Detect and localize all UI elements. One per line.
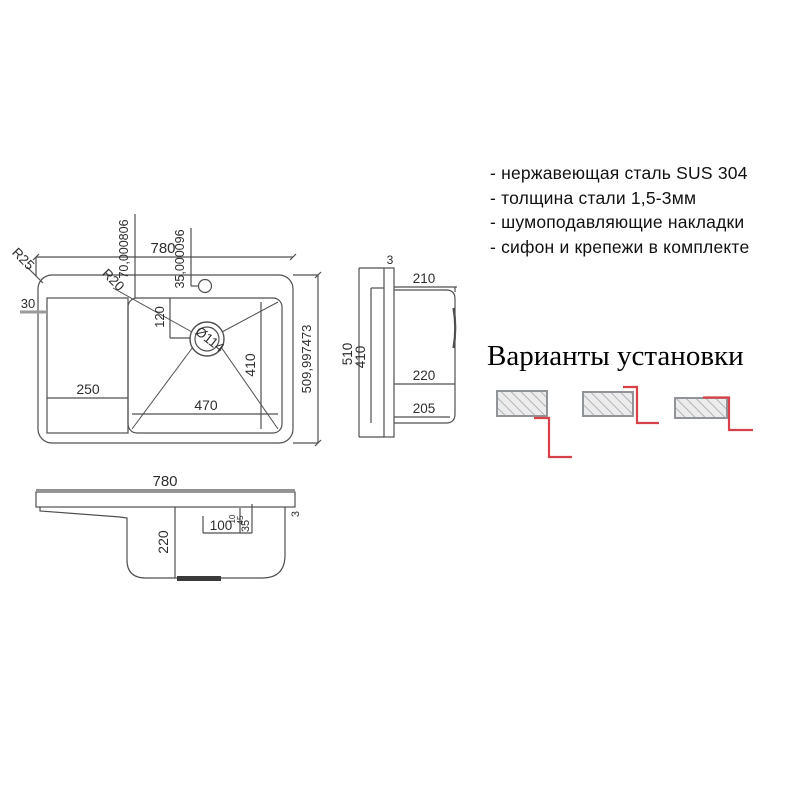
front-dim-c-label: 35	[240, 520, 252, 532]
mid-width-label: 220	[413, 368, 436, 383]
front-bowl-height-label: 220	[155, 530, 171, 554]
drain-offset-label: 120	[152, 306, 167, 328]
mounting-clip	[452, 307, 457, 349]
feature-item: - сифон и крепежи в комплекте	[490, 236, 750, 257]
installation-title: Варианты установки	[487, 340, 744, 372]
bowl-diagonal	[220, 346, 279, 430]
flange-slab	[35, 491, 296, 508]
countertop-section	[496, 390, 548, 417]
sink-edge-red-line	[703, 396, 753, 432]
dim-faucet-x-label: 70,000806	[117, 219, 131, 278]
front-dim-a-label: 10	[228, 514, 237, 523]
sink-edge-red-line	[623, 385, 659, 425]
dim-tick	[314, 271, 322, 279]
dim-faucet-y-label: 35,000096	[173, 229, 187, 288]
dim-tick	[289, 253, 297, 261]
drainboard-area	[46, 297, 129, 434]
bowl-width-label: 470	[194, 397, 218, 413]
bowl-outline	[127, 297, 283, 434]
dim-tick	[314, 439, 322, 447]
bowl-front-profile	[39, 507, 286, 579]
front-dim-b-label: 45	[236, 515, 245, 524]
drain-circle-inner	[194, 326, 220, 352]
sink-edge-red-line	[534, 416, 572, 459]
feature-item: - толщина стали 1,5-3мм	[490, 187, 697, 208]
feature-item: - нержавеющая сталь SUS 304	[490, 163, 748, 183]
countertop-section	[582, 391, 634, 417]
installation-diagrams	[496, 385, 753, 459]
front-drain-offset-label: 100	[210, 518, 233, 533]
bowl-diagonal	[112, 287, 193, 333]
countertop-section	[674, 397, 728, 419]
bowl-depth-label: 410	[242, 353, 258, 377]
bowl-diagonal	[221, 301, 279, 333]
bowl-profile	[394, 289, 456, 424]
top-view: 780 509,997473 70,000806 35,000096 R25 R…	[9, 214, 322, 447]
bottom-width-label: 205	[413, 401, 436, 416]
undermount-diagram	[496, 390, 572, 459]
flange-plate	[383, 267, 395, 438]
radius-outer-label: R25	[9, 245, 37, 273]
feature-item: - шумоподавляющие накладки	[490, 212, 745, 232]
dim-width-label: 780	[150, 240, 175, 257]
wing-width-label: 250	[76, 381, 100, 397]
dim-tick	[32, 253, 40, 261]
inner-depth-label: 410	[353, 346, 368, 369]
feature-list: - нержавеющая сталь SUS 304 - толщина ст…	[490, 161, 749, 259]
top-width-label: 210	[413, 271, 436, 286]
drain-stub	[177, 576, 221, 581]
flush-mount-diagram	[582, 385, 659, 425]
side-view: 3 510 410 210 220 205	[340, 253, 457, 438]
dim-height-label: 509,997473	[299, 325, 314, 394]
radius-leader	[26, 266, 44, 284]
rim-offset-label: 30	[21, 296, 35, 311]
sink-outer-rim	[37, 274, 294, 444]
front-view: 780 220 100 10 45 35 3	[35, 473, 302, 581]
front-width-label: 780	[152, 473, 177, 490]
bowl-diagonal	[131, 346, 194, 430]
drain-circle-outer	[189, 321, 225, 357]
faucet-hole	[197, 278, 213, 294]
total-depth-label: 510	[340, 343, 355, 366]
flange-thickness-label: 3	[387, 253, 394, 267]
overmount-diagram	[674, 396, 753, 432]
front-thickness-label: 3	[290, 511, 302, 517]
